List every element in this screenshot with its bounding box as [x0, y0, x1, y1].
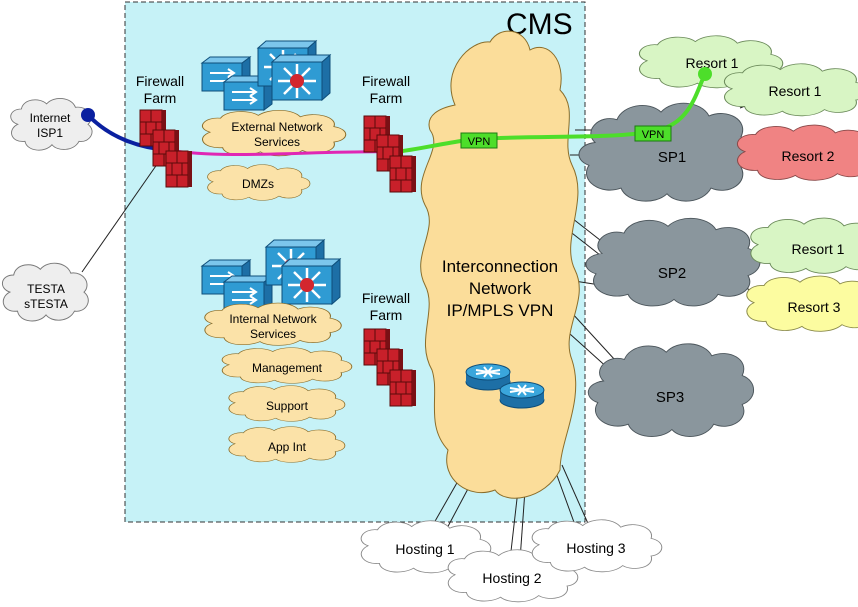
firewall-label-2b: Farm	[370, 90, 403, 106]
vpn-tag	[634, 125, 672, 142]
core-label-2: Network	[469, 279, 532, 298]
external-services-label-2: Services	[254, 135, 300, 149]
resort-endpoint-dot	[698, 67, 712, 81]
external-services-label-1: External Network	[231, 120, 323, 134]
resort-label: Resort 1	[769, 83, 822, 99]
hosting-label: Hosting 2	[482, 570, 541, 586]
firewall-icon	[389, 369, 417, 407]
internet-label-1: Internet	[30, 111, 71, 125]
hosting-label: Hosting 1	[395, 541, 454, 557]
app-int-label: App Int	[268, 440, 307, 454]
router-icon	[499, 381, 545, 409]
resort-label: Resort 3	[788, 299, 841, 315]
firewall-label-2a: Firewall	[362, 73, 410, 89]
internet-label-2: ISP1	[37, 126, 63, 140]
management-label: Management	[252, 361, 323, 375]
firewall-label-1a: Firewall	[136, 73, 184, 89]
core-switch-icon	[280, 257, 342, 306]
testa-label-2: sTESTA	[24, 297, 68, 311]
sp2-label: SP2	[658, 265, 686, 282]
core-label-3: IP/MPLS VPN	[447, 301, 554, 320]
resort-label: Resort 1	[792, 241, 845, 257]
resort-label: Resort 2	[782, 148, 835, 164]
vpn-green-link	[394, 73, 707, 154]
internet-endpoint-dot	[81, 108, 95, 122]
dmzs-label: DMZs	[242, 177, 274, 191]
firewall-icon	[165, 150, 193, 188]
testa-label-1: TESTA	[27, 282, 65, 296]
firewall-label-3a: Firewall	[362, 290, 410, 306]
vpn-tag-label: VPN	[642, 129, 665, 141]
sp3-label: SP3	[656, 389, 684, 406]
support-label: Support	[266, 399, 309, 413]
sp2-cloud	[585, 217, 761, 307]
internal-services-label-1: Internal Network	[229, 312, 317, 326]
internal-services-label-2: Services	[250, 327, 296, 341]
core-label-1: Interconnection	[442, 257, 558, 276]
core-switch-icon	[270, 53, 332, 102]
firewall-icon	[389, 155, 417, 193]
firewall-label-3b: Farm	[370, 307, 403, 323]
hosting-label: Hosting 3	[566, 540, 625, 556]
core-network-cloud	[420, 30, 580, 499]
vpn-tag-label: VPN	[468, 136, 491, 148]
sp1-label: SP1	[658, 149, 686, 166]
firewall-label-1b: Farm	[144, 90, 177, 106]
vpn-tag	[460, 132, 498, 149]
resort-label: Resort 1	[686, 55, 739, 71]
